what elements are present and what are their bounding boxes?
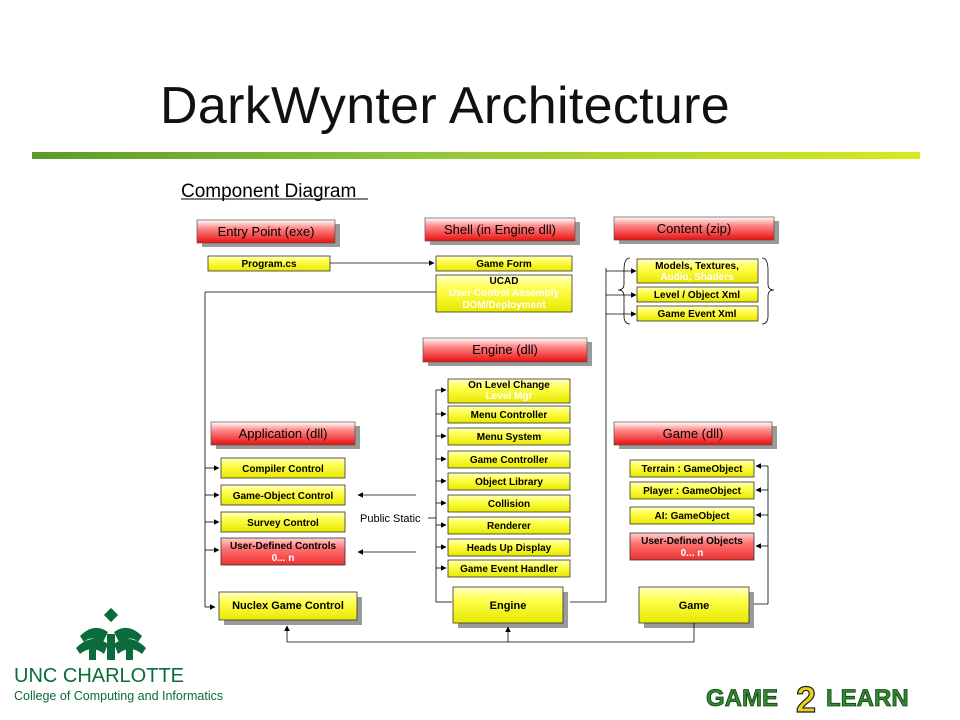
package-entry-point: Entry Point (exe) — [196, 219, 340, 247]
svg-text:UNC CHARLOTTE: UNC CHARLOTTE — [14, 665, 184, 687]
application-item: Survey Control — [247, 518, 319, 529]
game-form-box: Game Form — [435, 255, 573, 272]
svg-text:User-Defined Controls: User-Defined Controls — [230, 541, 337, 552]
engine-item: Heads Up Display — [467, 543, 552, 554]
package-shell: Shell (in Engine dll) — [424, 217, 580, 245]
public-static-label: Public Static — [360, 513, 421, 525]
svg-text:Content (zip): Content (zip) — [657, 221, 731, 236]
svg-text:Game Event Xml: Game Event Xml — [658, 309, 737, 320]
ucad-box: UCAD User Control Assembly DOM/Deploymen… — [435, 274, 573, 313]
application-items: Compiler Control Game-Object Control Sur… — [220, 457, 346, 533]
svg-text:User-Defined Objects: User-Defined Objects — [641, 536, 743, 547]
unc-charlotte-logo: UNC CHARLOTTE College of Computing and I… — [14, 607, 223, 703]
engine-item: Game Controller — [470, 455, 548, 466]
game-user-defined-box: User-Defined Objects 0... n — [629, 532, 755, 561]
svg-text:Game (dll): Game (dll) — [663, 426, 724, 441]
engine-item: Renderer — [487, 521, 531, 532]
application-user-defined-box: User-Defined Controls 0... n — [220, 537, 346, 566]
svg-text:0... n: 0... n — [272, 553, 295, 564]
svg-text:LEARN: LEARN — [826, 685, 909, 712]
package-engine: Engine (dll) — [422, 337, 592, 366]
game-item: Terrain : GameObject — [642, 464, 744, 475]
game-block: Game — [638, 586, 754, 628]
engine-item: Game Event Handler — [460, 564, 558, 575]
package-game: Game (dll) — [613, 421, 777, 449]
svg-text:Engine (dll): Engine (dll) — [472, 342, 538, 357]
program-cs-box: Program.cs — [207, 255, 331, 272]
svg-text:Entry Point (exe): Entry Point (exe) — [218, 224, 315, 239]
engine-level-change-box: On Level Change Level Mgr — [447, 378, 571, 404]
engine-item: Collision — [488, 499, 530, 510]
svg-text:Shell (in Engine dll): Shell (in Engine dll) — [444, 222, 556, 237]
svg-text:College of Computing and Infor: College of Computing and Informatics — [14, 689, 223, 703]
engine-item: Object Library — [475, 477, 543, 488]
svg-text:Nuclex Game Control: Nuclex Game Control — [232, 600, 344, 612]
svg-text:Application (dll): Application (dll) — [239, 426, 328, 441]
svg-text:UCAD: UCAD — [490, 276, 519, 287]
engine-block: Engine — [452, 586, 568, 628]
engine-items: Menu Controller Menu System Game Control… — [447, 405, 571, 578]
game-item: AI: GameObject — [654, 511, 730, 522]
content-events-box: Game Event Xml — [636, 305, 759, 322]
svg-text:Engine: Engine — [490, 600, 527, 612]
content-level-box: Level / Object Xml — [636, 286, 759, 303]
svg-text:Level Mgr: Level Mgr — [486, 391, 533, 402]
svg-text:Level / Object Xml: Level / Object Xml — [654, 290, 740, 301]
svg-text:Models, Textures,: Models, Textures, — [655, 261, 739, 272]
package-application: Application (dll) — [210, 421, 360, 449]
svg-text:0... n: 0... n — [681, 548, 704, 559]
game-item: Player : GameObject — [643, 486, 741, 497]
nuclex-game-control-box: Nuclex Game Control — [218, 591, 362, 625]
engine-item: Menu Controller — [471, 410, 548, 421]
svg-text:2: 2 — [796, 679, 816, 720]
svg-text:Game: Game — [679, 600, 710, 612]
diagram-heading: Component Diagram — [181, 181, 356, 202]
application-item: Compiler Control — [242, 464, 324, 475]
svg-text:DOM/Deployment: DOM/Deployment — [462, 300, 546, 311]
game2learn-logo: GAME 2 LEARN — [706, 678, 909, 720]
svg-text:On Level Change: On Level Change — [468, 380, 550, 391]
svg-text:Program.cs: Program.cs — [241, 259, 296, 270]
content-models-box: Models, Textures, Audio, Shaders — [636, 258, 759, 284]
title-rule — [32, 152, 920, 159]
slide-title: DarkWynter Architecture — [160, 77, 730, 135]
svg-text:GAME: GAME — [706, 685, 778, 712]
engine-item: Menu System — [477, 432, 542, 443]
application-item: Game-Object Control — [233, 491, 334, 502]
svg-text:Game Form: Game Form — [476, 259, 532, 270]
svg-text:Audio, Shaders: Audio, Shaders — [660, 272, 734, 283]
package-content: Content (zip) — [613, 216, 779, 244]
svg-text:User Control Assembly: User Control Assembly — [449, 288, 560, 299]
game-items: Terrain : GameObject Player : GameObject… — [629, 459, 755, 525]
